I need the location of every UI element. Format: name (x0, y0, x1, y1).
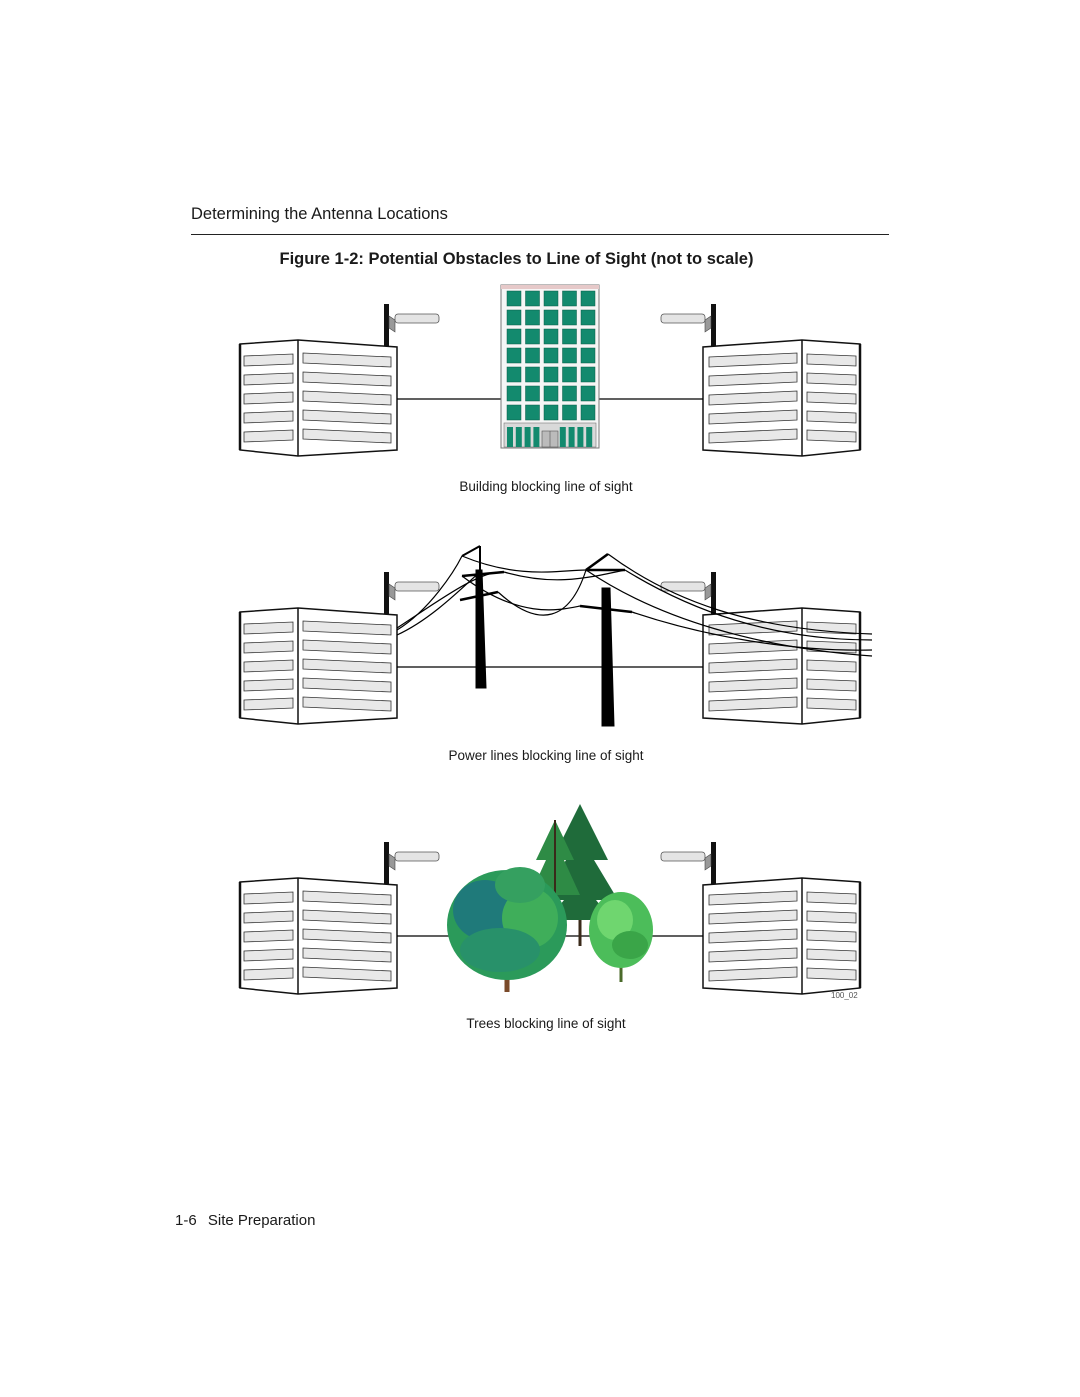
building-window (525, 309, 540, 326)
utility-poles (459, 545, 633, 727)
antenna-mast (711, 304, 716, 350)
antenna-dish (394, 581, 440, 592)
deciduous-tree-small (589, 892, 653, 982)
building-window (562, 366, 577, 383)
building-window (543, 366, 559, 383)
building-window (562, 404, 577, 421)
antenna-mast (711, 572, 716, 618)
building-window (562, 328, 577, 345)
trees-obstacle-illustration (238, 804, 862, 995)
left-office-building (238, 842, 440, 995)
right-office-building (660, 304, 862, 457)
antenna-mast (384, 842, 389, 888)
antenna-dish (660, 851, 706, 862)
right-office-building (660, 842, 862, 995)
antenna-mast (711, 842, 716, 888)
building-window (525, 385, 540, 402)
building-window (525, 328, 540, 345)
pine-trees (530, 804, 618, 946)
page-number: 1-6 (175, 1212, 197, 1229)
panel-caption-building: Building blocking line of sight (459, 479, 633, 494)
building-window (506, 385, 522, 402)
power-lines-obstacle-illustration (238, 545, 873, 727)
panel-caption-power-lines: Power lines blocking line of sight (448, 748, 644, 763)
building-window (580, 366, 596, 383)
building-window (543, 309, 559, 326)
section-header: Determining the Antenna Locations (191, 205, 448, 223)
figure-title: Figure 1-2: Potential Obstacles to Line … (0, 250, 1016, 269)
figure-title-text: Figure 1-2: Potential Obstacles to Line … (279, 250, 754, 268)
building-window (562, 309, 577, 326)
building-window (506, 366, 522, 383)
artwork-id: 100_02 (831, 991, 858, 1000)
right-office-building (660, 572, 862, 725)
building-window (580, 404, 596, 421)
building-window (562, 290, 577, 307)
left-office-building (238, 572, 440, 725)
building-window (525, 347, 540, 364)
antenna-mast (384, 572, 389, 618)
page-footer: 1-6 Site Preparation (175, 1212, 315, 1229)
header-rule (191, 234, 889, 235)
tall-building-obstacle (500, 284, 600, 449)
building-window (562, 385, 577, 402)
building-window (506, 404, 522, 421)
building-window (580, 347, 596, 364)
building-window (525, 366, 540, 383)
building-window (543, 290, 559, 307)
building-window (543, 328, 559, 345)
building-window (525, 290, 540, 307)
building-window (506, 290, 522, 307)
antenna-mast (384, 304, 389, 350)
antenna-dish (394, 313, 440, 324)
antenna-dish (660, 313, 706, 324)
building-window (580, 309, 596, 326)
left-office-building (238, 304, 440, 457)
chapter-name: Site Preparation (207, 1212, 316, 1229)
building-window (580, 328, 596, 345)
building-window (580, 290, 596, 307)
building-window (562, 347, 577, 364)
building-obstacle-illustration (238, 284, 862, 457)
building-window (506, 347, 522, 364)
building-window (506, 328, 522, 345)
building-window (543, 404, 559, 421)
building-window (543, 385, 559, 402)
deciduous-tree-large (447, 867, 567, 992)
antenna-dish (394, 851, 440, 862)
power-line-wires (396, 553, 873, 657)
building-window (525, 404, 540, 421)
building-window (580, 385, 596, 402)
panel-caption-trees: Trees blocking line of sight (466, 1016, 626, 1031)
building-window (543, 347, 559, 364)
building-window (506, 309, 522, 326)
